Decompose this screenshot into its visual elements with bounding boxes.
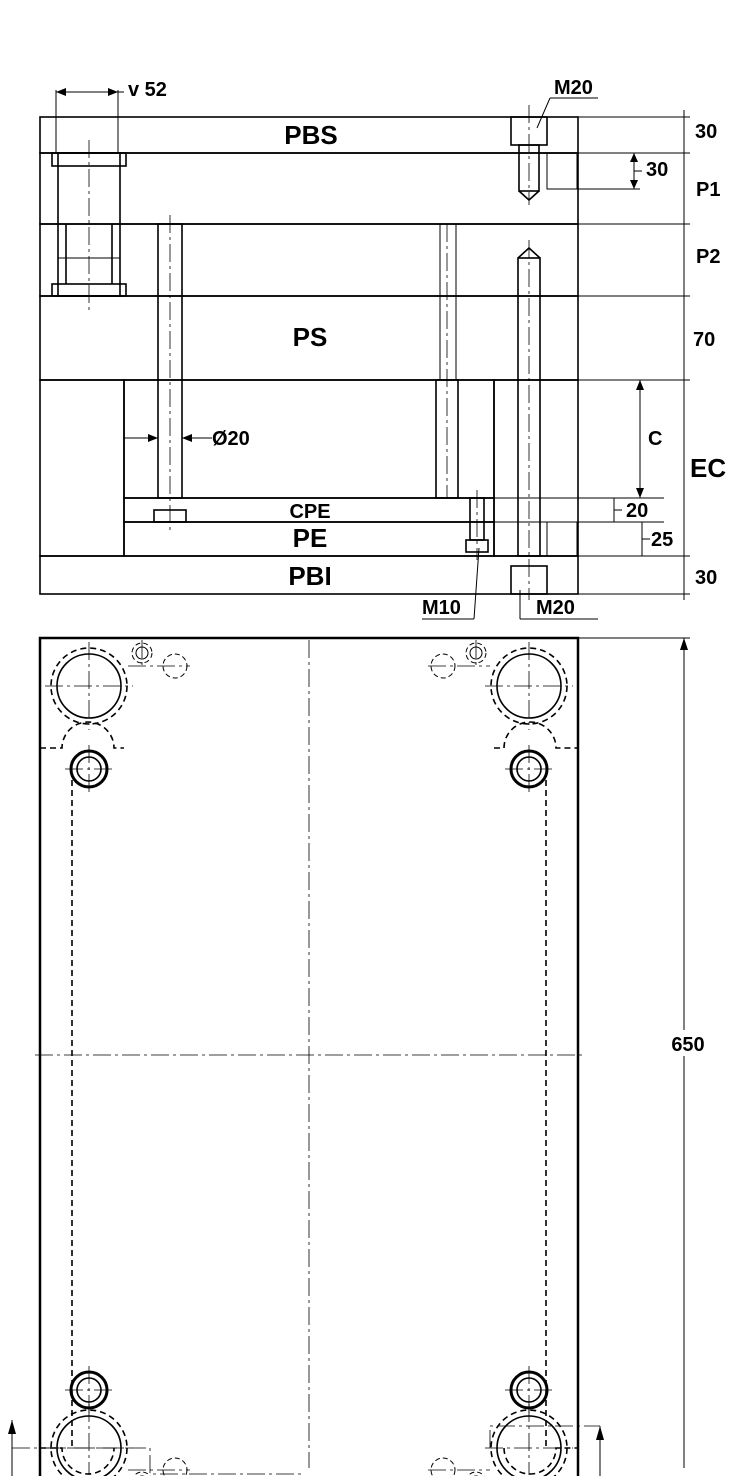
screw-head-bottom-right xyxy=(505,1366,553,1414)
guide-bushing-top-left xyxy=(45,642,133,730)
dim-p1: P1 xyxy=(696,179,720,201)
dim-cpe: 20 xyxy=(626,500,648,522)
label-ps: PS xyxy=(293,322,328,352)
section-view: PBS PS CPE PE PBI v 52 M20 Ø20 M10 M20 xyxy=(39,77,726,620)
dim-p2: P2 xyxy=(696,246,720,268)
dim-ps: 70 xyxy=(693,329,715,351)
long-bolt xyxy=(510,240,578,600)
dim-height: 650 xyxy=(671,1034,704,1056)
ejector-screw xyxy=(465,490,489,560)
guide-bushing xyxy=(51,140,127,310)
ejector-space xyxy=(123,379,495,499)
ejector-outline xyxy=(40,721,578,749)
guide-bushing-bottom-right xyxy=(485,1404,573,1476)
top-screw xyxy=(510,105,578,205)
guide-bushing-top-right xyxy=(485,642,573,730)
spacer-left xyxy=(39,379,125,557)
dim-pbi: 30 xyxy=(695,567,717,589)
callout-screw-bottom: M20 xyxy=(536,597,575,619)
label-pbs: PBS xyxy=(284,120,337,150)
dim-ec: EC xyxy=(690,453,726,483)
label-pe: PE xyxy=(293,523,328,553)
plan-outline xyxy=(38,636,580,1476)
label-cpe: CPE xyxy=(289,501,330,523)
small-holes-top xyxy=(128,640,490,679)
dim-p1-inner: 30 xyxy=(646,159,668,181)
right-dimensions xyxy=(494,110,690,600)
callout-pin-diameter: Ø20 xyxy=(212,428,250,450)
dim-pe: 25 xyxy=(651,529,673,551)
section-cut-line xyxy=(8,1420,604,1476)
ejector-pin-left xyxy=(153,215,187,530)
dim-c: C xyxy=(648,428,662,450)
callout-ejector-screw: M10 xyxy=(422,597,461,619)
small-holes-bottom xyxy=(128,1457,490,1476)
plan-view: 650 xyxy=(8,636,708,1476)
ejector-pin-right xyxy=(435,224,459,499)
screw-head-bottom-left xyxy=(65,1366,113,1414)
callout-screw-top: M20 xyxy=(554,77,593,99)
spacer-right xyxy=(493,379,579,557)
plate-pbi xyxy=(39,555,579,595)
screw-head-top-right xyxy=(505,745,553,793)
label-pbi: PBI xyxy=(288,561,331,591)
screw-head-top-left xyxy=(65,745,113,793)
dim-pbs: 30 xyxy=(695,121,717,143)
guide-bushing-bottom-left xyxy=(45,1404,133,1476)
callout-bushing: v 52 xyxy=(128,79,167,101)
